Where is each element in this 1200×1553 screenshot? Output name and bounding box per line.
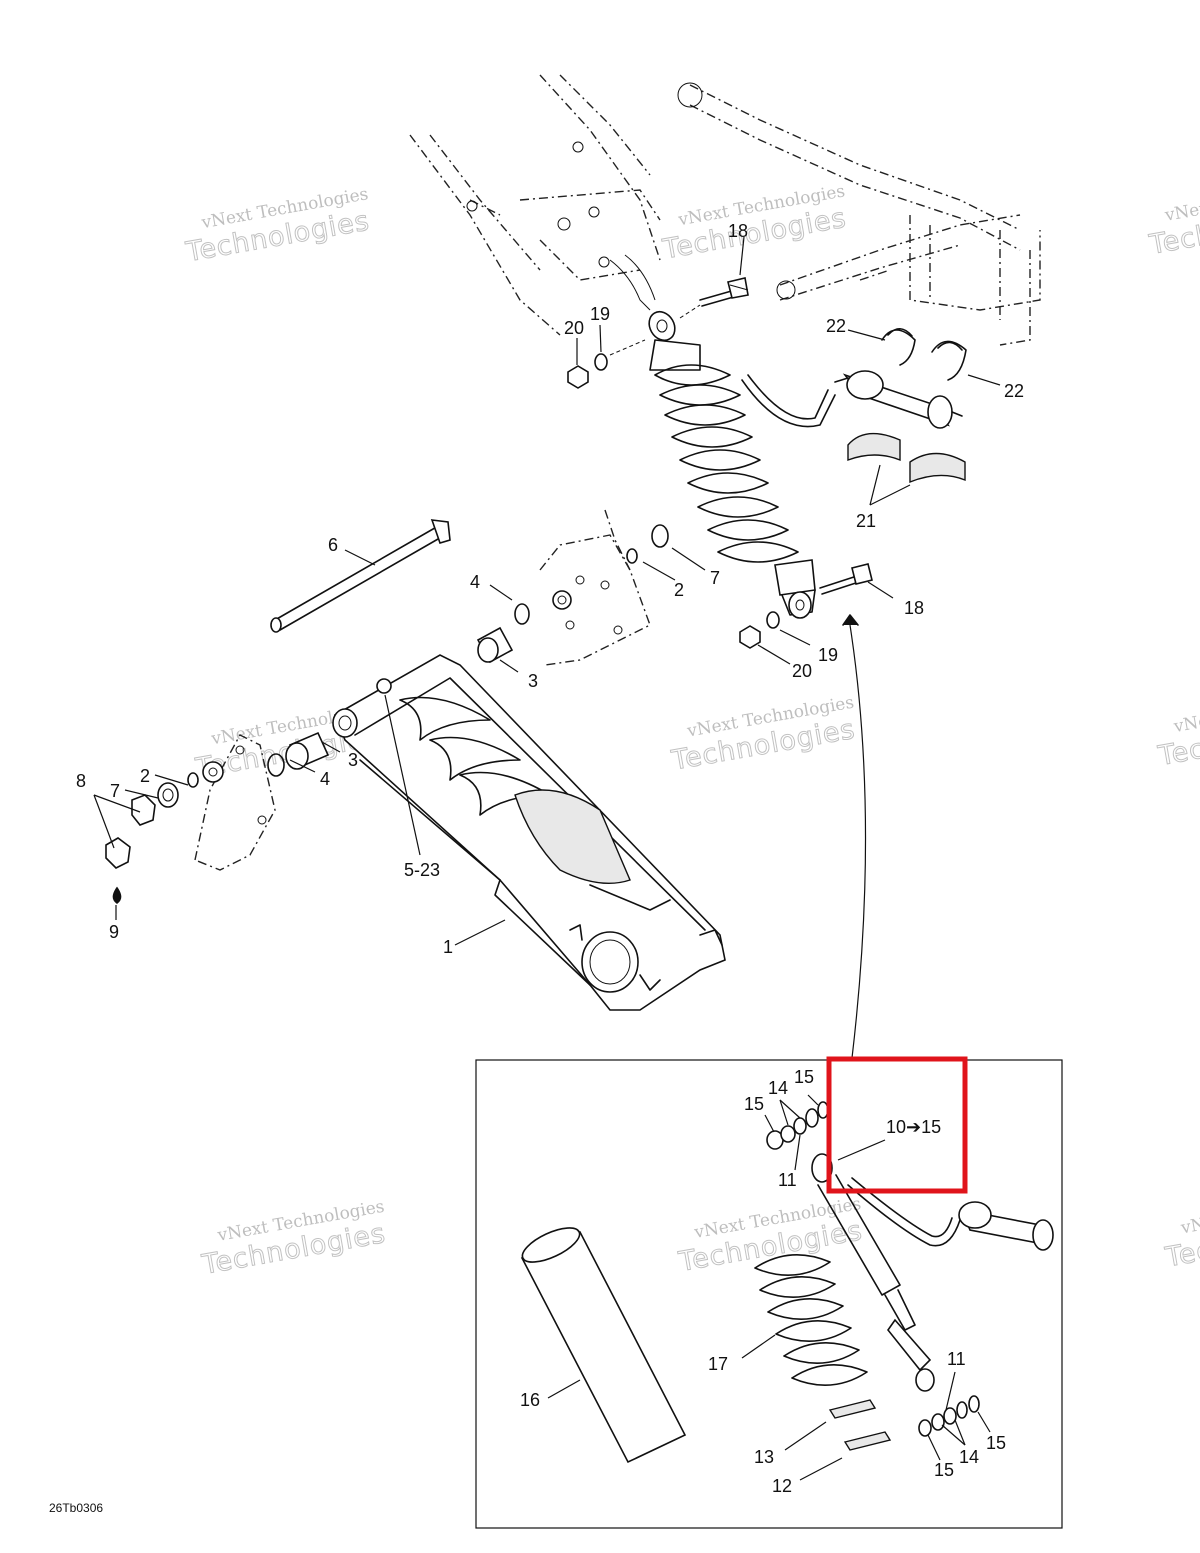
washer — [793, 1117, 807, 1135]
leader-lines — [93, 236, 1001, 1059]
callout-14: 14 — [959, 1447, 979, 1467]
shock-reservoir — [834, 370, 963, 429]
bushing — [285, 731, 330, 770]
washer — [956, 1401, 968, 1419]
washer — [943, 1407, 957, 1425]
bushing — [780, 1125, 796, 1143]
pivot-shaft — [270, 519, 451, 633]
bushing — [476, 626, 514, 664]
callout-18: 18 — [728, 221, 748, 241]
shock-spring — [654, 364, 799, 563]
callout-14: 14 — [768, 1078, 788, 1098]
inset-protector-sleeve — [520, 1227, 687, 1464]
rubber-half-shell — [847, 432, 966, 484]
callout-17: 17 — [708, 1354, 728, 1374]
nut — [105, 837, 131, 869]
callout-labels: 18 20 19 22 22 21 6 7 2 4 3 18 19 20 2 7… — [76, 221, 1024, 1496]
callout-3: 3 — [348, 750, 358, 770]
callout-22: 22 — [1004, 381, 1024, 401]
watermark-text: vNext Technologies — [1162, 177, 1200, 226]
spring-seat — [843, 1431, 892, 1451]
drawing-reference: 26Tb0306 — [49, 1501, 103, 1515]
highlight-box — [826, 1056, 968, 1194]
rear-shock-assembly — [648, 310, 967, 619]
watermark-text: vNext Technologies — [1171, 688, 1200, 737]
callout-3: 3 — [528, 671, 538, 691]
o-ring — [267, 753, 285, 777]
washer — [805, 1108, 819, 1128]
reservoir-clamp — [881, 327, 967, 381]
pivot-bracket-left — [194, 734, 276, 871]
callout-20: 20 — [564, 318, 584, 338]
callout-4: 4 — [470, 572, 480, 592]
lower-nut-washer — [739, 611, 780, 649]
washer — [968, 1395, 980, 1413]
swing-arm — [332, 654, 726, 1011]
upper-nut-washer — [567, 339, 646, 389]
pivot-bracket-right — [539, 509, 651, 666]
inset-spring — [754, 1254, 868, 1386]
washer — [651, 524, 669, 548]
callout-22: 22 — [826, 316, 846, 336]
o-ring — [187, 772, 199, 788]
callout-1: 1 — [443, 937, 453, 957]
callout-6: 6 — [328, 535, 338, 555]
callout-20: 20 — [792, 661, 812, 681]
callout-11: 11 — [778, 1170, 797, 1190]
washer — [918, 1419, 932, 1437]
callout-range-10-15: 10➔15 — [886, 1117, 941, 1137]
callout-15: 15 — [934, 1460, 954, 1480]
callout-15: 15 — [794, 1067, 814, 1087]
o-ring — [514, 603, 530, 625]
callout-9: 9 — [109, 922, 119, 942]
shock-breakdown-inset — [475, 1059, 1063, 1529]
callout-21: 21 — [856, 511, 876, 531]
callout-2: 2 — [140, 766, 150, 786]
callout-13: 13 — [754, 1447, 774, 1467]
callout-8: 8 — [76, 771, 86, 791]
callout-16: 16 — [520, 1390, 540, 1410]
callout-4: 4 — [320, 769, 330, 789]
callout-19: 19 — [590, 304, 610, 324]
callout-19: 19 — [818, 645, 838, 665]
callout-12: 12 — [772, 1476, 792, 1496]
callout-7: 7 — [710, 568, 720, 588]
callout-15: 15 — [744, 1094, 764, 1114]
callout-15: 15 — [986, 1433, 1006, 1453]
callout-11: 11 — [947, 1349, 966, 1369]
lower-shock-bolt — [819, 563, 873, 595]
threadlocker-drop-icon — [112, 886, 122, 904]
spring-retainer — [828, 1399, 877, 1419]
vehicle-frame-outline — [409, 74, 1041, 346]
washer — [157, 782, 179, 808]
callout-7: 7 — [110, 781, 120, 801]
upper-shock-bolt — [679, 277, 749, 319]
callout-18: 18 — [904, 598, 924, 618]
callout-5-23: 5-23 — [404, 860, 440, 880]
callout-2: 2 — [674, 580, 684, 600]
watermark-text: vNext Technologies — [1179, 1189, 1200, 1238]
o-ring — [626, 548, 638, 564]
bushing — [931, 1413, 945, 1431]
